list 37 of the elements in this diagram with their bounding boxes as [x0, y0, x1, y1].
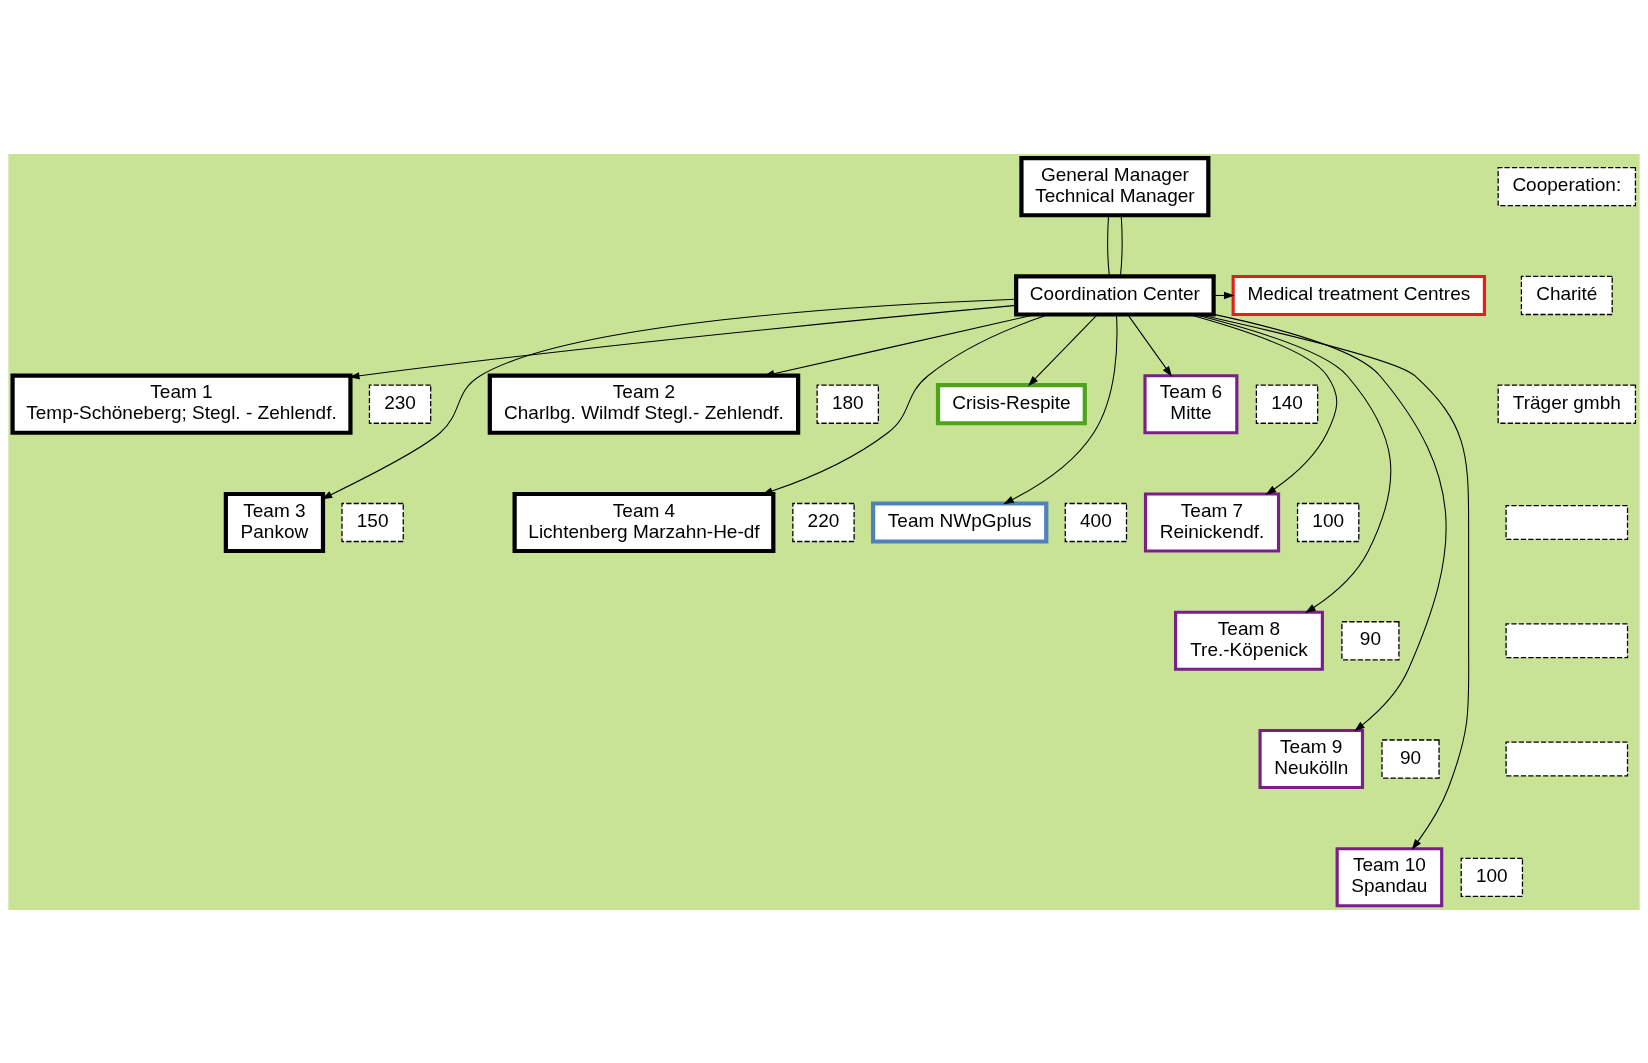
arrow [1127, 313, 1172, 377]
node-label: 90 [1359, 627, 1381, 649]
node-box: Charité [1520, 275, 1613, 315]
connector [1107, 214, 1110, 277]
node-box: Team 1 Temp-Schöneberg; Stegl. - Zehlendf. [10, 373, 353, 435]
node-box [1505, 741, 1629, 777]
arrow [1213, 291, 1235, 299]
node-label: 140 [1271, 391, 1303, 413]
node-box: Crisis-Respite [935, 382, 1087, 425]
node-box: Team 7 Reinickendf. [1143, 491, 1281, 553]
node-label: 150 [356, 509, 389, 531]
arrow [1027, 313, 1098, 386]
node-label: 90 [1399, 746, 1422, 768]
node-box: Team 4 Lichtenberg Marzahn-He-df [512, 491, 776, 553]
node-box: General Manager Technical Manager [1019, 155, 1211, 217]
node-box: Team NWpGplus [871, 500, 1049, 544]
node-label: 220 [807, 509, 840, 531]
node-box: Team 8 Tre.-Köpenick [1174, 610, 1324, 671]
node-box: Medical treatment Centres [1231, 274, 1487, 316]
arrow [1213, 313, 1447, 731]
node-box: Team 9 Neukölln [1258, 728, 1365, 789]
node-box: Team 2 Charlbg. Wilmdf Stegl.- Zehlendf. [487, 373, 801, 435]
node-box [1505, 504, 1629, 540]
node-label: 400 [1080, 509, 1112, 531]
node-label: 100 [1312, 509, 1345, 531]
arrow [1003, 313, 1118, 504]
node-box: Coordination Center [1014, 273, 1216, 317]
node-label: 180 [831, 391, 864, 413]
node-box: Cooperation: [1497, 166, 1637, 206]
node-box: Team 6 Mitte [1143, 373, 1239, 434]
node-box [1505, 622, 1629, 658]
node-box: Träger gmbh [1497, 384, 1637, 424]
node-box: Team 10 Spandau [1335, 846, 1444, 907]
node-label: 230 [384, 391, 416, 413]
connector [1119, 214, 1123, 277]
node-box: Team 3 Pankow [223, 491, 326, 553]
node-label: 100 [1475, 864, 1508, 886]
